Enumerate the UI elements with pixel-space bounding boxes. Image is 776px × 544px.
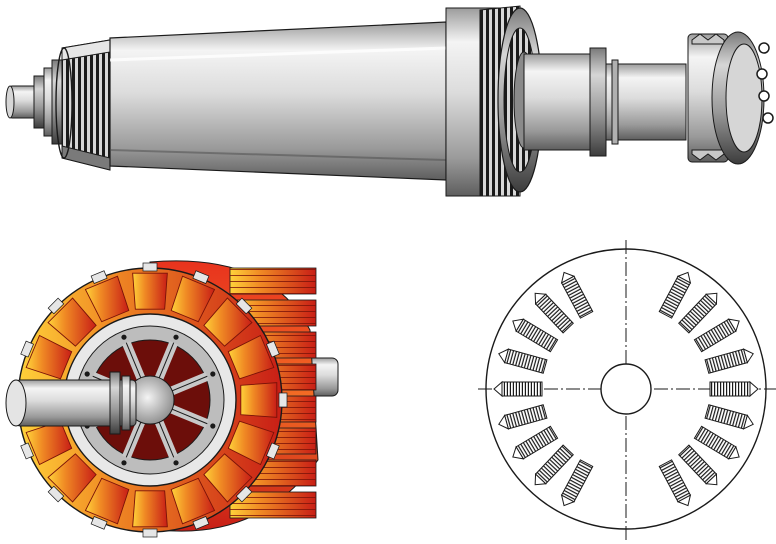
pole-tip: [278, 392, 288, 408]
spider-bolt: [173, 334, 179, 340]
coupling-bolt: [762, 112, 774, 124]
winding-slot: [704, 404, 754, 430]
winding-slots: [493, 271, 759, 507]
pole-coil: [170, 477, 216, 525]
pole-coil: [25, 420, 73, 466]
winding-slot: [709, 380, 759, 398]
pole-tip: [90, 516, 108, 530]
pole-coil: [25, 334, 73, 380]
pole-coil: [170, 275, 216, 323]
pole-tip: [192, 516, 210, 530]
winding-slot: [512, 318, 559, 353]
bore-circle: [600, 363, 652, 415]
winding-slot: [498, 404, 548, 430]
winding-slot: [560, 459, 594, 507]
pole-coil: [227, 334, 275, 380]
pole-tip: [235, 297, 253, 315]
left-shaft-end: [5, 85, 15, 119]
pole-tip: [47, 297, 65, 315]
winding-slot: [534, 292, 574, 334]
pole-tip: [142, 262, 158, 272]
winding-slot: [693, 425, 740, 460]
shaft-coupling: [687, 31, 774, 165]
pole-coil: [203, 453, 253, 503]
left-retaining-ring: [55, 39, 111, 171]
rotor-body: [109, 21, 447, 181]
winding-slot: [678, 444, 718, 486]
pole-tip: [192, 270, 210, 284]
pole-coil: [227, 420, 275, 466]
right-shaft-section: [523, 53, 591, 151]
spider-bolt: [84, 371, 90, 377]
pole-coil: [203, 297, 253, 347]
winding-slot: [560, 271, 594, 319]
winding-slot: [512, 425, 559, 460]
pole-tip: [20, 442, 34, 460]
pole-coil: [84, 477, 130, 525]
pole-tip: [90, 270, 108, 284]
pole-tip: [266, 442, 280, 460]
pole-coil: [132, 272, 168, 310]
pole-coil: [240, 382, 278, 418]
spider-bolt: [210, 423, 216, 429]
winding-slot: [534, 444, 574, 486]
pole-tip: [20, 340, 34, 358]
pole-coil: [84, 275, 130, 323]
pole-tip: [235, 485, 253, 503]
coupling-bolt: [756, 68, 768, 80]
winding-slot: [658, 459, 692, 507]
spider-bolt: [210, 371, 216, 377]
winding-slot: [704, 348, 754, 374]
pole-tip: [142, 528, 158, 538]
pole-coil: [132, 490, 168, 528]
pole-tip: [266, 340, 280, 358]
spider-bolt: [173, 460, 179, 466]
pole-coil: [47, 453, 97, 503]
winding-slot: [498, 348, 548, 374]
pole-tip: [47, 485, 65, 503]
winding-slot: [658, 271, 692, 319]
coupling-bolt: [758, 90, 770, 102]
spider-bolt: [121, 334, 127, 340]
winding-slot: [693, 318, 740, 353]
coupling-bolt: [758, 42, 770, 54]
winding-slot: [678, 292, 718, 334]
pole-coil: [47, 297, 97, 347]
winding-slot: [493, 380, 543, 398]
turbo-generator-rotor-shaft: [5, 5, 774, 197]
salient-pole-rotor: [5, 260, 339, 538]
spider-bolt: [121, 460, 127, 466]
rotor-cross-section: [478, 240, 776, 540]
